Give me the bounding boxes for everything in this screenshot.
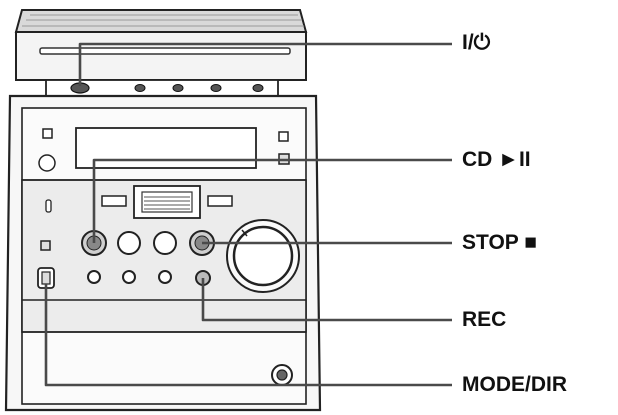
tape-eject-left-button[interactable] bbox=[101, 195, 127, 207]
control-button-8[interactable] bbox=[158, 270, 172, 284]
top-button-strip bbox=[45, 79, 279, 97]
phones-jack bbox=[271, 364, 293, 386]
label-stop: STOP ■ bbox=[462, 231, 537, 254]
top-button-5[interactable] bbox=[252, 84, 264, 92]
control-button-7[interactable] bbox=[122, 270, 136, 284]
top-button-2[interactable] bbox=[134, 84, 146, 92]
top-button-4[interactable] bbox=[210, 84, 222, 92]
slot-indicator bbox=[45, 199, 52, 213]
headphone-jack-icon bbox=[38, 154, 56, 172]
control-button-2[interactable] bbox=[117, 231, 141, 255]
label-power: I/⏻ bbox=[462, 31, 491, 54]
indicator-top-left bbox=[42, 128, 53, 139]
top-button-3[interactable] bbox=[172, 84, 184, 92]
volume-knob[interactable] bbox=[226, 219, 300, 293]
control-button-3[interactable] bbox=[153, 231, 177, 255]
leader-lines bbox=[44, 42, 452, 387]
label-cd-play-pause: CD ►II bbox=[462, 148, 531, 171]
small-square-button[interactable] bbox=[40, 240, 51, 251]
cd-lid bbox=[14, 9, 308, 81]
label-mode-dir: MODE/DIR bbox=[462, 373, 567, 396]
leader-rec bbox=[201, 278, 452, 322]
control-button-6[interactable] bbox=[87, 270, 101, 284]
display-window bbox=[75, 127, 257, 169]
indicator-top-right bbox=[278, 131, 289, 142]
leader-cd-play bbox=[92, 158, 452, 243]
label-rec: REC bbox=[462, 308, 507, 331]
leader-power bbox=[78, 42, 452, 86]
tape-eject-right-button[interactable] bbox=[207, 195, 233, 207]
leader-mode-dir bbox=[44, 284, 452, 387]
